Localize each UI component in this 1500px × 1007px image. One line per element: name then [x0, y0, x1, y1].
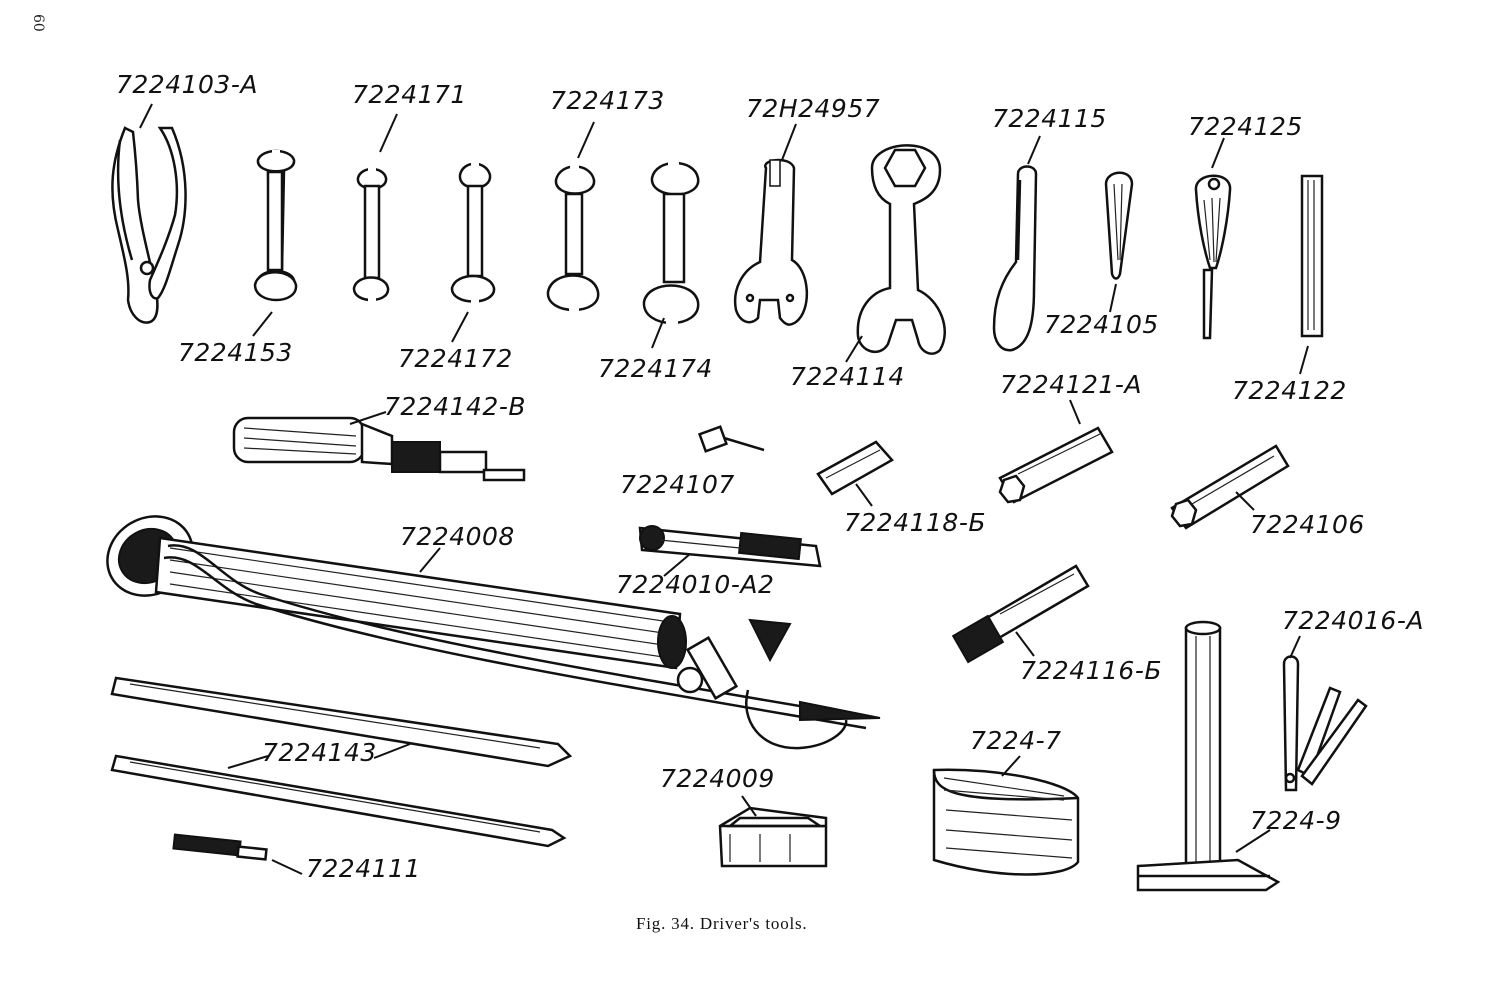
label-7224105: 7224105	[1044, 310, 1159, 339]
leader-line	[1001, 755, 1021, 777]
leader-line	[373, 743, 411, 759]
label-7224173: 7224173	[550, 86, 665, 115]
leader-line	[1289, 635, 1301, 659]
rod-drawing	[1300, 174, 1324, 338]
drift-drawing	[1104, 171, 1134, 280]
label-7224111: 7224111	[306, 854, 421, 883]
wrench-7224171-drawing	[352, 166, 390, 304]
leader-line	[1027, 135, 1041, 165]
label-7224122: 7224122	[1232, 376, 1347, 405]
tyre-levers-drawing	[110, 676, 573, 848]
spanner-72H24957-drawing	[733, 158, 809, 326]
file-drawing	[172, 833, 268, 861]
bucket-block-drawing	[932, 768, 1080, 876]
label-7224116-B: 7224116-Б	[1020, 656, 1163, 685]
spanner-7224114-drawing	[856, 144, 946, 355]
label-7224153: 7224153	[178, 338, 293, 367]
wrench-7224153-drawing	[253, 149, 298, 302]
leader-line	[855, 483, 873, 507]
wrench-7224010-drawing	[638, 525, 822, 568]
leader-line	[845, 335, 863, 363]
wrench-7224172-drawing	[450, 162, 496, 306]
leader-line	[271, 859, 303, 875]
label-7224115: 7224115	[992, 104, 1107, 133]
leader-line	[349, 411, 387, 425]
box-spanner-7224106-drawing	[1170, 444, 1290, 530]
leader-line	[1235, 829, 1271, 853]
label-7224107: 7224107	[620, 470, 735, 499]
box-spanner-7224118-drawing	[816, 440, 894, 496]
leader-line	[663, 553, 691, 577]
wrench-7224174-drawing	[642, 160, 700, 328]
grease-gun-drawing	[232, 416, 526, 482]
leader-line	[1109, 283, 1117, 313]
label-7224008: 7224008	[400, 522, 515, 551]
label-7224143: 7224143	[262, 738, 377, 767]
leader-line	[1235, 491, 1255, 511]
label-7224103-A: 7224103-A	[116, 70, 258, 99]
label-72H24957: 72H24957	[746, 94, 881, 123]
pump-drawing	[106, 515, 881, 750]
hook-spanner-drawing	[992, 165, 1038, 352]
leader-line	[741, 795, 757, 817]
label-7224106: 7224106	[1250, 510, 1365, 539]
leader-line	[252, 311, 273, 337]
leader-line	[651, 317, 665, 349]
leader-line	[577, 121, 595, 159]
label-7224010-A2: 7224010-A2	[616, 570, 775, 599]
label-7224009: 7224009	[660, 764, 775, 793]
key-drawing	[697, 425, 765, 453]
box-spanner-7224121-drawing	[998, 426, 1114, 504]
box-spanner-7224116-drawing	[951, 564, 1090, 664]
label-7224172: 7224172	[398, 344, 513, 373]
leader-line	[451, 311, 469, 343]
label-7224142-B: 7224142-B	[384, 392, 527, 421]
pliers-drawing	[111, 126, 187, 324]
block-drawing	[718, 806, 828, 868]
screwdriver-7224125-drawing	[1194, 174, 1232, 340]
leader-line	[1015, 631, 1035, 657]
wrench-7224173-drawing	[546, 164, 600, 314]
feeler-gauge-drawing	[1282, 655, 1368, 792]
leader-line	[419, 547, 441, 573]
label-7224-9: 7224-9	[1250, 806, 1342, 835]
leader-line	[139, 103, 153, 129]
figure-caption: Fig. 34. Driver's tools.	[636, 914, 808, 933]
label-7224016-A: 7224016-A	[1282, 606, 1424, 635]
hammer-drawing	[1136, 620, 1281, 892]
leader-line	[1211, 137, 1225, 169]
label-7224121-A: 7224121-A	[1000, 370, 1142, 399]
leader-line	[1069, 399, 1081, 425]
leader-line	[781, 123, 797, 161]
leader-line	[379, 113, 398, 153]
label-7224-7: 7224-7	[970, 726, 1062, 755]
label-7224114: 7224114	[790, 362, 905, 391]
label-7224118-B: 7224118-Б	[844, 508, 987, 537]
label-7224171: 7224171	[352, 80, 467, 109]
label-7224174: 7224174	[598, 354, 713, 383]
leader-line	[227, 755, 269, 769]
label-7224125: 7224125	[1188, 112, 1303, 141]
leader-line	[1299, 345, 1309, 375]
